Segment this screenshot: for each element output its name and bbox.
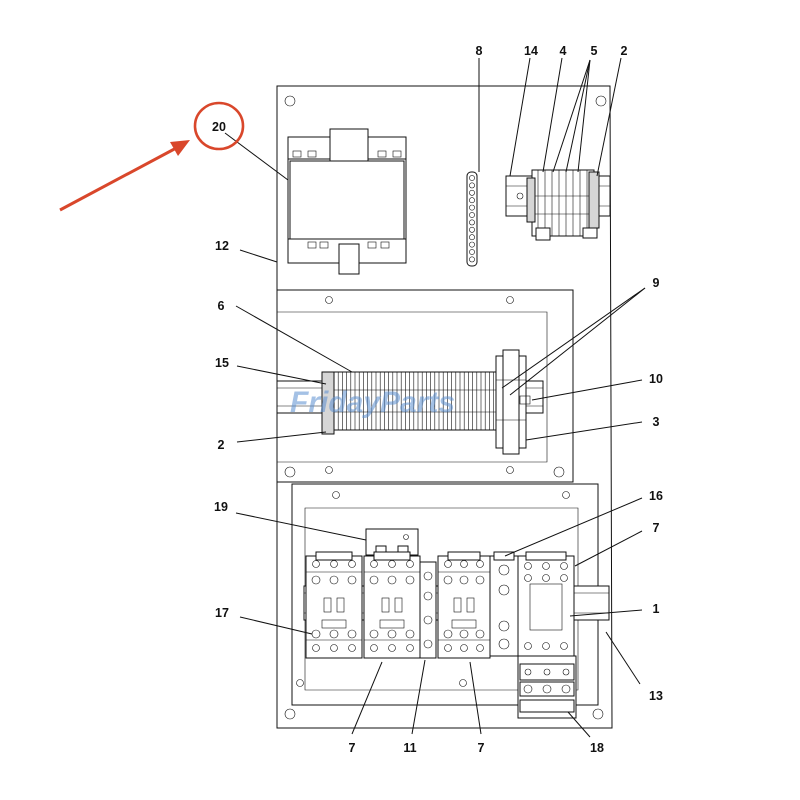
highlight-marker <box>59 101 245 212</box>
callout-2-left: 2 <box>218 438 225 452</box>
callout-3: 3 <box>653 415 660 429</box>
overload-relay <box>517 655 577 719</box>
callout-9: 9 <box>653 276 660 290</box>
callout-6: 6 <box>218 299 225 313</box>
callout-20: 20 <box>212 120 226 134</box>
watermark: FridayParts <box>290 386 455 419</box>
callout-7-left: 7 <box>349 741 356 755</box>
highlight-arrow <box>59 144 181 212</box>
contactors <box>305 551 575 659</box>
callout-4: 4 <box>560 44 567 58</box>
contactor-1 <box>517 551 575 657</box>
upper-din-rail <box>505 169 611 241</box>
callout-5: 5 <box>591 44 598 58</box>
contactor <box>437 551 491 659</box>
callout-labels: 20 12 6 15 2 8 14 4 5 2 9 10 3 19 16 7 1… <box>212 44 663 755</box>
callout-18: 18 <box>590 741 604 755</box>
callout-17: 17 <box>215 606 229 620</box>
transformer <box>287 128 407 275</box>
arrow-head-icon <box>170 140 190 156</box>
callout-1: 1 <box>653 602 660 616</box>
callout-16: 16 <box>649 489 663 503</box>
callout-8: 8 <box>476 44 483 58</box>
callout-14: 14 <box>524 44 538 58</box>
contactor <box>305 551 363 659</box>
terminal-strip <box>419 561 437 659</box>
callout-12: 12 <box>215 239 229 253</box>
terminal-block-16 <box>489 551 519 657</box>
middle-din-rail <box>276 349 544 455</box>
leader-lines <box>224 57 646 738</box>
ground-bar <box>466 171 478 267</box>
callout-7-mid: 7 <box>478 741 485 755</box>
callout-15: 15 <box>215 356 229 370</box>
contactor <box>363 551 421 659</box>
callout-2-top: 2 <box>621 44 628 58</box>
callout-13: 13 <box>649 689 663 703</box>
callout-19: 19 <box>214 500 228 514</box>
callout-10: 10 <box>649 372 663 386</box>
callout-7-right: 7 <box>653 521 660 535</box>
highlight-circle <box>193 101 245 151</box>
callout-11: 11 <box>403 741 416 755</box>
